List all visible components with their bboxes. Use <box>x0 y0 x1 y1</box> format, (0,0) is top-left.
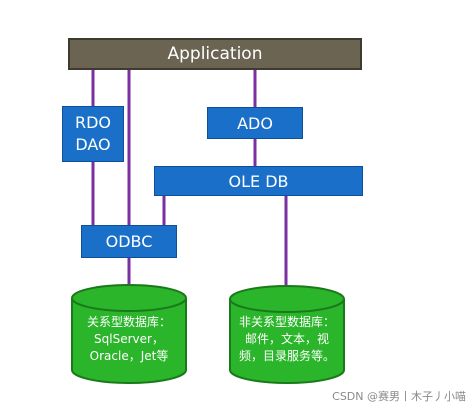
relational-db-line-3: Oracle，Jet等 <box>89 349 169 363</box>
application-label: Application <box>167 44 263 64</box>
relational-db-line-1: 关系型数据库： <box>86 315 171 329</box>
relational-database-cylinder <box>71 284 187 384</box>
application-box: Application <box>68 38 362 70</box>
dao-label: DAO <box>75 135 111 154</box>
odbc-box: ODBC <box>81 225 177 258</box>
connectors <box>91 70 288 290</box>
oledb-box: OLE DB <box>154 166 363 196</box>
rdo-dao-box: RDO DAO <box>62 106 124 162</box>
oledb-label: OLE DB <box>228 171 289 191</box>
nonrelational-db-line-2: 邮件，文本，视 <box>244 332 329 346</box>
nonrelational-db-line-3: 频，目录服务等。 <box>238 349 335 363</box>
watermark-text: CSDN @赛男丨木子丿小喵 <box>332 390 466 403</box>
rdo-label: RDO <box>74 113 112 132</box>
nonrelational-db-line-1: 非关系型数据库： <box>238 315 335 329</box>
relational-database-label: 关系型数据库： SqlServer， Oracle，Jet等 <box>70 314 188 365</box>
ado-label: ADO <box>237 113 273 133</box>
nonrelational-database-label: 非关系型数据库： 邮件，文本，视 频，目录服务等。 <box>228 314 346 365</box>
odbc-label: ODBC <box>105 232 153 251</box>
relational-db-line-2: SqlServer， <box>94 332 164 346</box>
ado-box: ADO <box>207 107 303 139</box>
nonrelational-database-cylinder <box>229 285 345 384</box>
